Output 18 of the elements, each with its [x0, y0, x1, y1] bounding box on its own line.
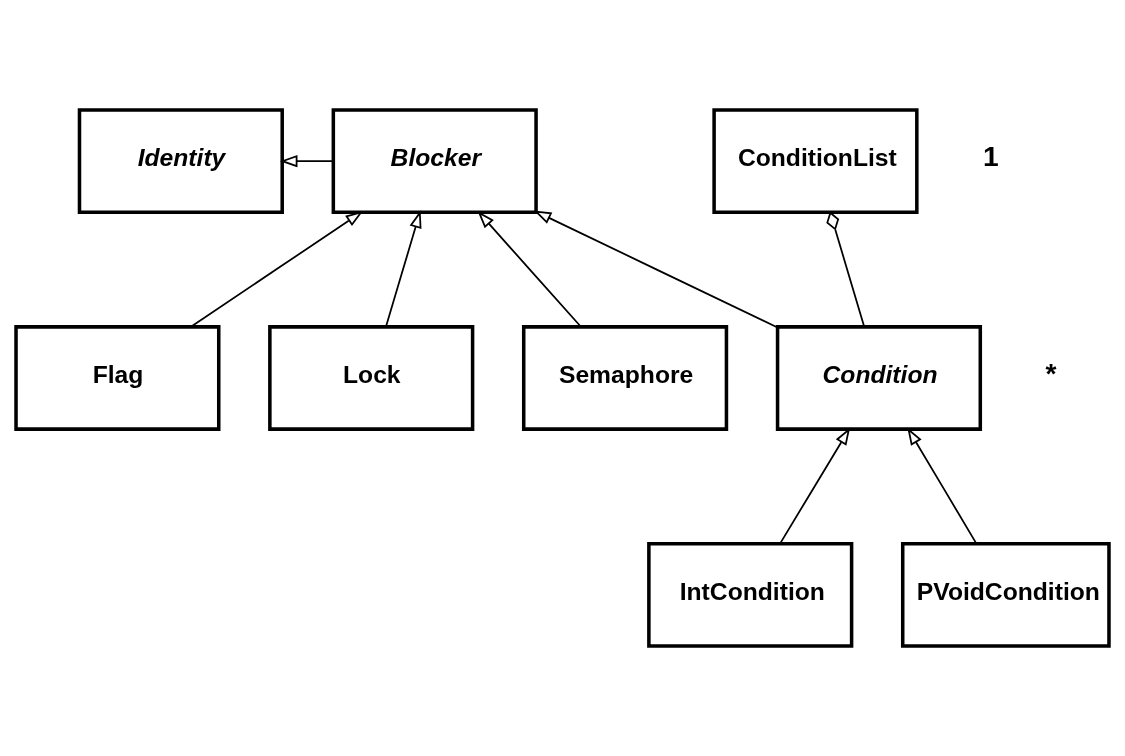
node-box: Blocker: [331, 108, 538, 215]
arrow: [279, 155, 334, 168]
node-box: Identity: [77, 108, 284, 215]
arrow: [477, 210, 582, 328]
label: 1: [982, 140, 999, 173]
node-box: Lock: [268, 325, 475, 431]
node-box: Flag: [14, 325, 221, 431]
node-box: PVoidCondition: [900, 541, 1111, 648]
arrow: [533, 210, 778, 329]
arrow: [190, 211, 364, 328]
arrow: [385, 210, 422, 328]
node-box: Condition: [775, 325, 983, 431]
node-box: Semaphore: [521, 325, 729, 431]
connector: [826, 211, 866, 328]
arrow: [907, 427, 978, 545]
node-box: ConditionList: [712, 108, 919, 215]
label: *: [1045, 356, 1057, 389]
node-box: IntCondition: [647, 541, 854, 648]
